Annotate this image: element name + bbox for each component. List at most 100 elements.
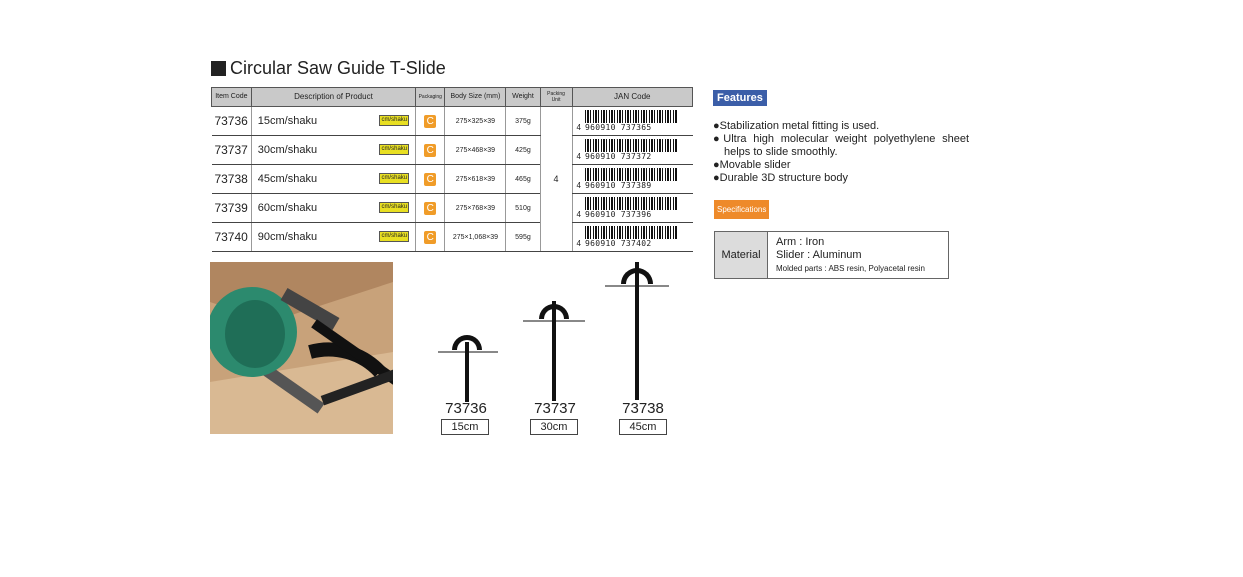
- features-badge: Features: [713, 90, 767, 106]
- body-size: 275×468×39: [444, 135, 506, 165]
- feature-item: ●Stabilization metal fitting is used.: [713, 120, 880, 132]
- header-item-code: Item Code: [211, 87, 252, 107]
- feature-item: ●Ultra high molecular weight polyethylen…: [713, 133, 969, 158]
- packaging-c-icon: C: [424, 172, 437, 186]
- description-text: 15cm/shaku: [257, 115, 318, 127]
- product-table: Item Code Description of Product Packagi…: [211, 87, 694, 252]
- model-label-73737: 73737: [534, 400, 576, 417]
- square-bullet-icon: [211, 61, 226, 76]
- jan-prefix: 4: [576, 181, 581, 190]
- body-size: 275×768×39: [444, 193, 506, 223]
- spec-molded: Molded parts : ABS resin, Polyacetal res…: [776, 263, 925, 273]
- cm-shaku-badge: cm/shaku: [379, 202, 410, 213]
- specifications-badge: Specifications: [714, 200, 770, 219]
- packaging-cell: C: [415, 135, 445, 165]
- description-text: 60cm/shaku: [257, 202, 318, 214]
- jan-prefix: 4: [576, 123, 581, 132]
- spec-material-values: Arm : Iron Slider : Aluminum Molded part…: [767, 231, 949, 279]
- header-weight: Weight: [505, 87, 541, 107]
- packaging-cell: C: [415, 222, 445, 252]
- size-box-30cm: 30cm: [530, 419, 578, 435]
- size-box-15cm: 15cm: [441, 419, 489, 435]
- item-code: 73739: [211, 193, 252, 223]
- barcode-icon: 960910 737396: [584, 197, 677, 219]
- spec-label-material: Material: [714, 231, 768, 279]
- header-packing-unit: Packing Unit: [539, 87, 573, 107]
- weight: 595g: [505, 222, 540, 252]
- description-text: 90cm/shaku: [257, 231, 318, 243]
- product-description: 30cm/shaku cm/shaku: [250, 135, 416, 165]
- packaging-c-icon: C: [424, 114, 437, 128]
- barcode-icon: 960910 737402: [584, 226, 677, 248]
- barcode-icon: 960910 737389: [584, 168, 677, 190]
- jan-number: 960910 737372: [584, 152, 652, 161]
- size-box-45cm: 45cm: [619, 419, 667, 435]
- jan-number: 960910 737365: [584, 123, 652, 132]
- body-size: 275×1,068×39: [444, 222, 506, 252]
- weight: 425g: [505, 135, 540, 165]
- jan-number: 960910 737389: [584, 181, 652, 190]
- barcode-icon: 960910 737365: [584, 110, 677, 132]
- title-text: Circular Saw Guide T-Slide: [230, 58, 446, 78]
- model-label-73738: 73738: [622, 400, 664, 417]
- product-description: 45cm/shaku cm/shaku: [250, 164, 416, 194]
- product-description: 60cm/shaku cm/shaku: [250, 193, 416, 223]
- ruler-73737-image: [523, 301, 585, 401]
- jan-prefix: 4: [576, 239, 581, 248]
- body-size: 275×618×39: [444, 164, 506, 194]
- item-code: 73737: [211, 135, 252, 165]
- item-code: 73740: [211, 222, 252, 252]
- feature-item: ●Movable slider: [713, 159, 791, 171]
- product-description: 90cm/shaku cm/shaku: [250, 222, 416, 252]
- item-code: 73736: [211, 106, 252, 136]
- body-size: 275×325×39: [444, 106, 506, 136]
- packaging-c-icon: C: [424, 230, 437, 244]
- weight: 375g: [505, 106, 540, 136]
- features-list: ●Stabilization metal fitting is used. ●U…: [713, 120, 969, 185]
- barcode-icon: 960910 737372: [584, 139, 677, 161]
- table-header-row: Item Code Description of Product Packagi…: [211, 87, 694, 107]
- cm-shaku-badge: cm/shaku: [379, 231, 410, 242]
- cm-shaku-badge: cm/shaku: [379, 144, 410, 155]
- weight: 465g: [505, 164, 540, 194]
- header-jan-code: JAN Code: [571, 87, 694, 107]
- weight: 510g: [505, 193, 540, 223]
- packing-unit: 4: [539, 106, 573, 252]
- packaging-c-icon: C: [424, 143, 437, 157]
- description-text: 45cm/shaku: [257, 173, 318, 185]
- spec-slider: Slider : Aluminum: [776, 248, 862, 261]
- product-photo: [210, 262, 393, 434]
- packaging-cell: C: [415, 193, 445, 223]
- specifications-table: Material Arm : Iron Slider : Aluminum Mo…: [714, 231, 949, 279]
- packaging-c-icon: C: [424, 201, 437, 215]
- jan-prefix: 4: [576, 152, 581, 161]
- jan-number: 960910 737396: [584, 210, 652, 219]
- page-title: Circular Saw Guide T-Slide: [211, 58, 446, 79]
- header-body-size: Body Size (mm): [444, 87, 507, 107]
- packaging-cell: C: [415, 164, 445, 194]
- jan-number: 960910 737402: [584, 239, 652, 248]
- item-code: 73738: [211, 164, 252, 194]
- description-text: 30cm/shaku: [257, 144, 318, 156]
- cm-shaku-badge: cm/shaku: [379, 173, 410, 184]
- header-description: Description of Product: [250, 87, 417, 107]
- model-label-73736: 73736: [445, 400, 487, 417]
- header-packaging: Packaging: [415, 87, 446, 107]
- packaging-cell: C: [415, 106, 445, 136]
- spec-arm: Arm : Iron: [776, 235, 825, 248]
- product-description: 15cm/shaku cm/shaku: [250, 106, 416, 136]
- ruler-73738-image: [605, 262, 669, 400]
- feature-item: ●Durable 3D structure body: [713, 172, 849, 184]
- cm-shaku-badge: cm/shaku: [379, 115, 410, 126]
